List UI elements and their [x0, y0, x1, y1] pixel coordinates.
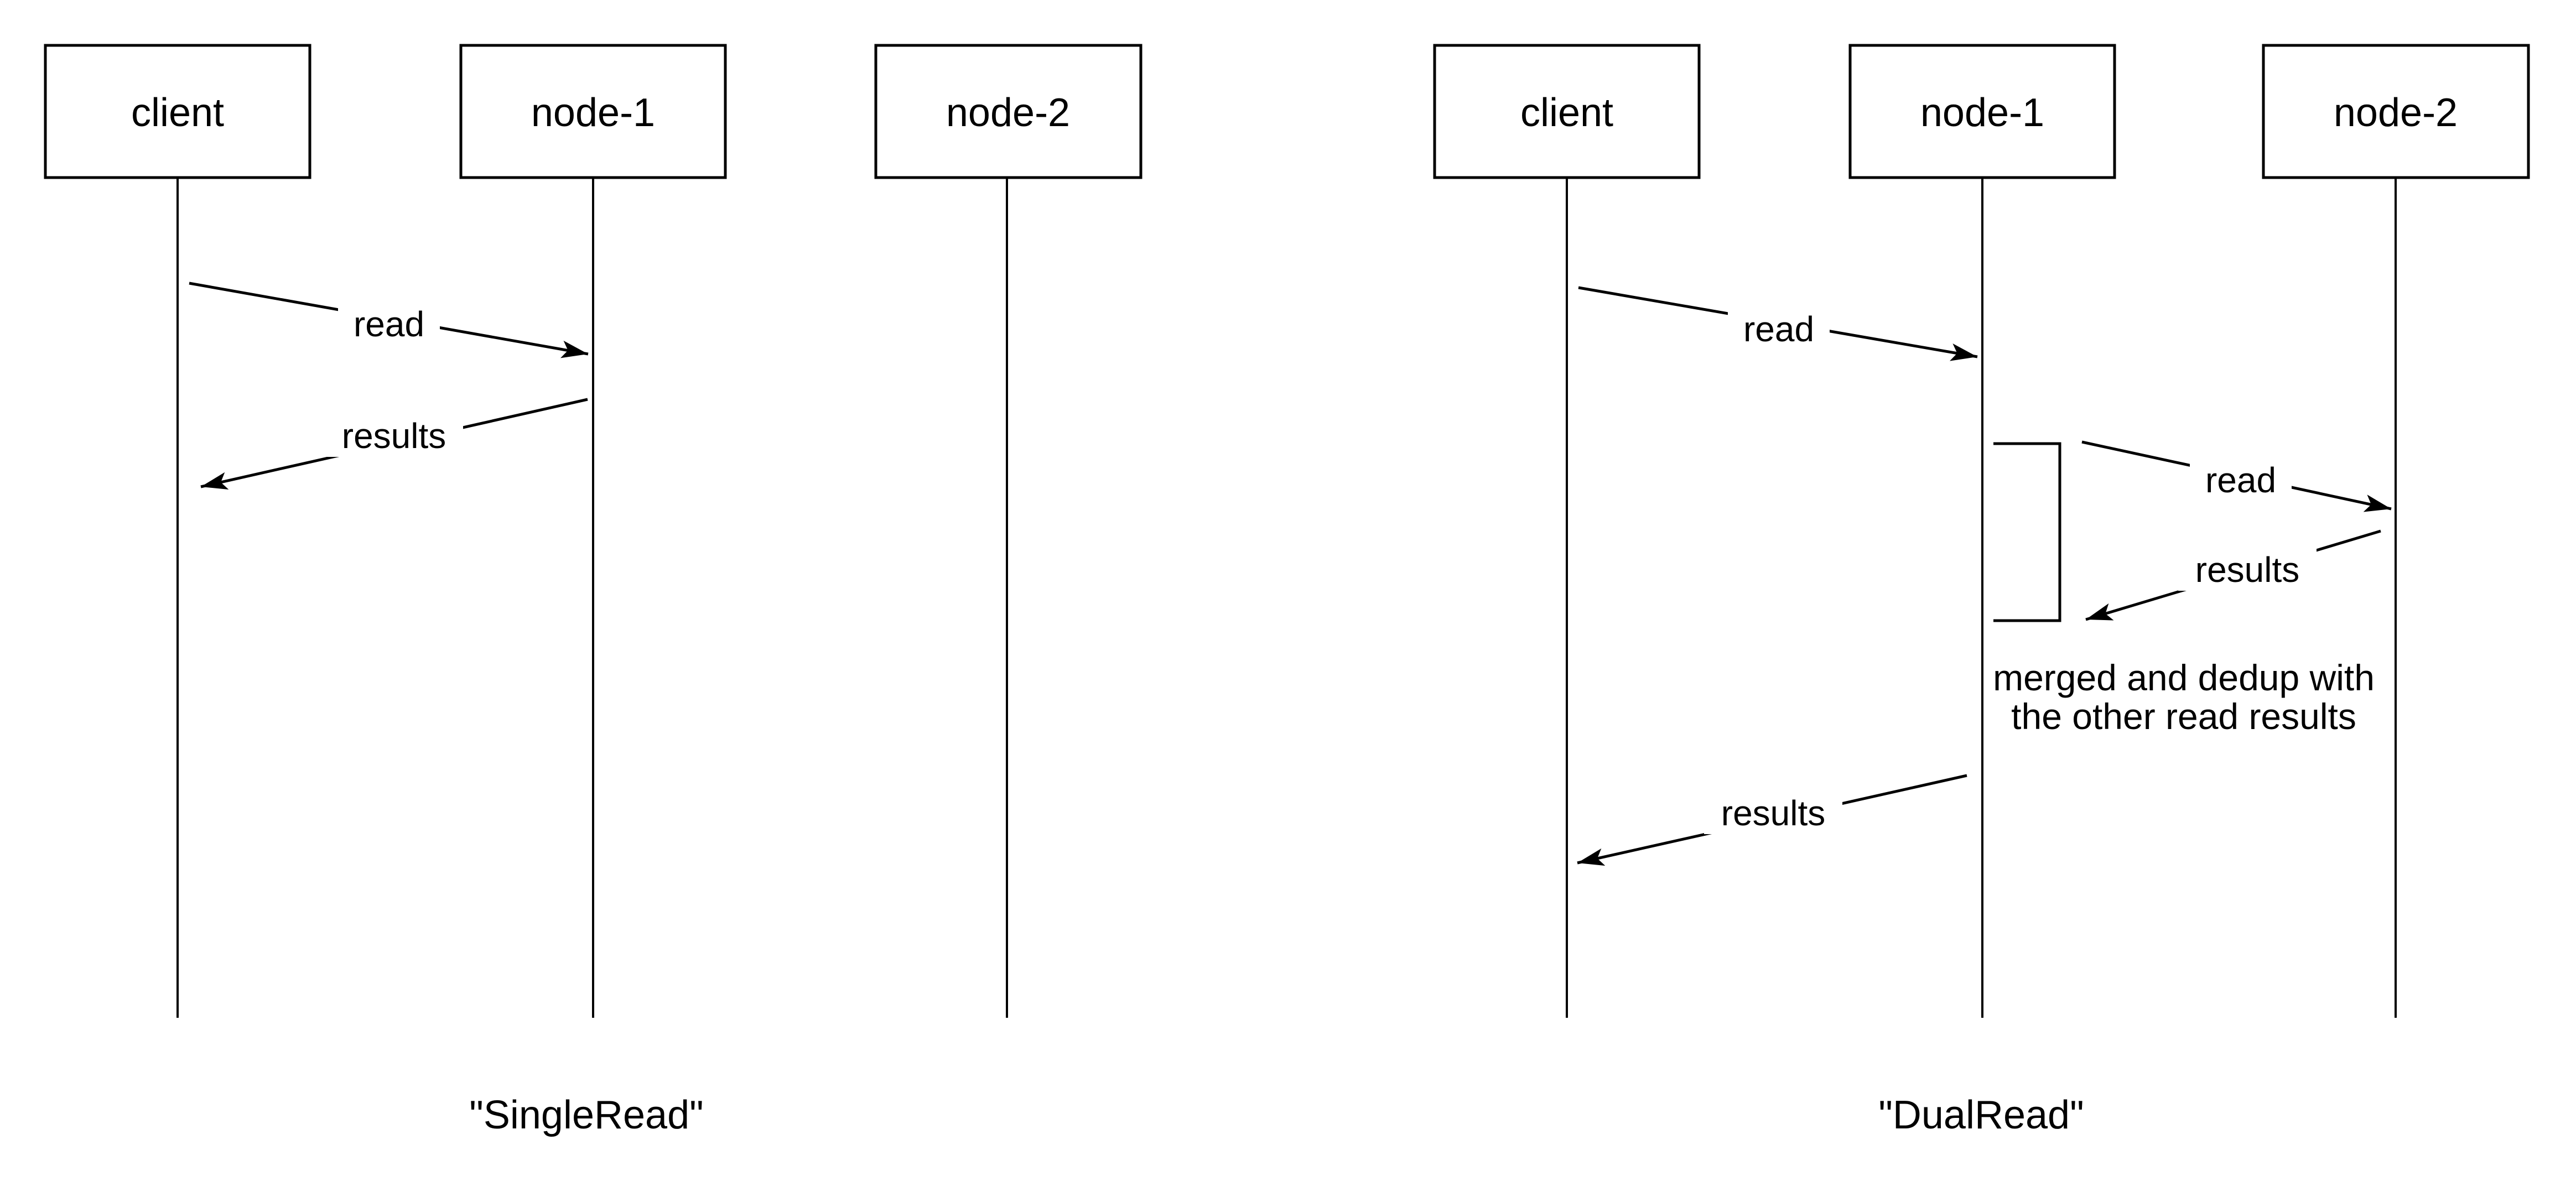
note-text-line-1: merged and dedup with — [1993, 657, 2375, 698]
message-label-results: results — [342, 416, 446, 456]
actor-client: client — [44, 44, 311, 179]
message-read-client-to-node-1: read — [1578, 286, 1978, 361]
actor-label-client: client — [1520, 91, 1613, 135]
actor-box-node-1 — [459, 44, 727, 179]
actor-node-1: node-1 — [459, 44, 727, 179]
singleread-diagram: client node-1 node-2 read results "Singl… — [44, 44, 1142, 1137]
message-results-node-2-to-node-1: results — [2085, 529, 2381, 621]
note-text-line-2: the other read results — [2011, 696, 2356, 737]
actor-box-node-2 — [874, 44, 1142, 179]
actor-box-node-1 — [1848, 44, 2116, 179]
actor-box-client — [1433, 44, 1701, 179]
message-label-read: read — [354, 304, 424, 344]
message-read-node-1-to-node-2: read — [2081, 440, 2392, 512]
actor-node-1: node-1 — [1848, 44, 2116, 179]
label-gap — [1704, 790, 1842, 834]
message-label-read: read — [2205, 460, 2276, 500]
label-gap — [325, 413, 463, 457]
label-gap — [1728, 306, 1830, 350]
actor-label-node-2: node-2 — [946, 91, 1070, 135]
actor-label-client: client — [131, 91, 224, 135]
label-gap — [338, 301, 440, 345]
message-results-node-1-to-client: results — [1577, 774, 1967, 866]
label-gap — [2178, 547, 2317, 591]
actor-box-node-2 — [2262, 44, 2530, 179]
caption-dualread: "DualRead" — [1878, 1093, 2084, 1137]
actor-node-2: node-2 — [2262, 44, 2530, 179]
actor-label-node-1: node-1 — [1920, 91, 2044, 135]
dualread-diagram: client node-1 node-2 read read resu — [1433, 44, 2530, 1137]
self-call-bracket — [1993, 442, 2061, 622]
actor-label-node-2: node-2 — [2334, 91, 2458, 135]
message-label-read: read — [1743, 309, 1814, 349]
actor-client: client — [1433, 44, 1701, 179]
message-label-results: results — [2195, 550, 2300, 590]
note-merged-dedup: merged and dedup with the other read res… — [1993, 657, 2375, 737]
message-label-results: results — [1721, 793, 1826, 833]
caption-singleread: "SingleRead" — [469, 1093, 703, 1137]
message-results-node-1-to-client: results — [200, 398, 588, 490]
actor-node-2: node-2 — [874, 44, 1142, 179]
label-gap — [2190, 457, 2292, 501]
message-read-client-to-node-1: read — [189, 282, 589, 358]
actor-box-client — [44, 44, 311, 179]
actor-label-node-1: node-1 — [531, 91, 655, 135]
